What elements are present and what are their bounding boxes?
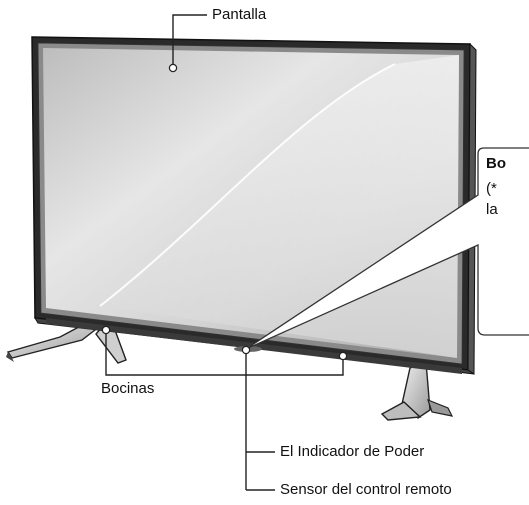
speaker-right-dot [338, 351, 348, 361]
screen [43, 48, 459, 358]
leader-lines [105, 14, 344, 491]
callout-line2: la [486, 201, 498, 218]
label-screen: Pantalla [212, 6, 267, 23]
speaker-left-dot [101, 325, 111, 335]
label-remote-sensor: Sensor del control remoto [280, 481, 452, 498]
label-power-indicator: El Indicador de Poder [280, 443, 425, 460]
speakers-leader [105, 330, 344, 376]
right-stand [380, 361, 454, 421]
callout-line1: (* [486, 180, 497, 197]
callout-title: Bo [486, 155, 506, 172]
callout-box [245, 147, 529, 350]
screen-leader [172, 14, 207, 68]
screen-dot [168, 63, 178, 73]
label-speakers: Bocinas [101, 380, 155, 397]
indicator-dot [241, 345, 251, 355]
